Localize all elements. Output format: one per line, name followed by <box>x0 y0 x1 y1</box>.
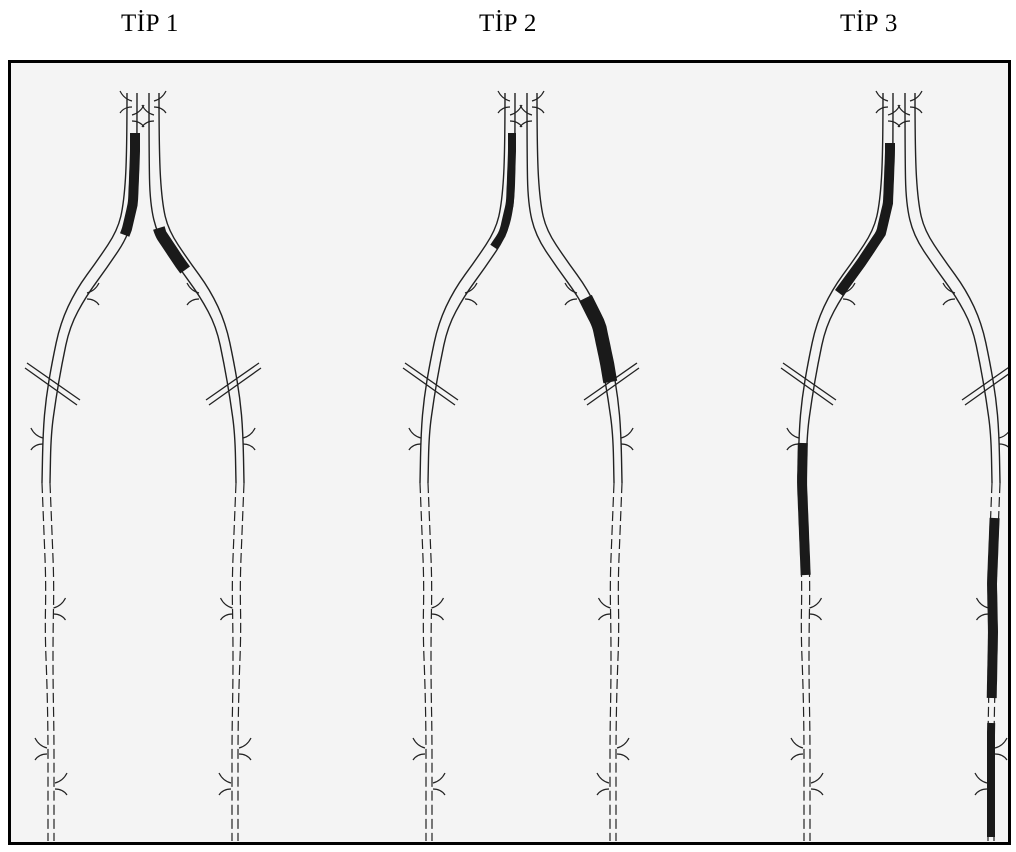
type-3-label: TİP 3 <box>840 10 898 38</box>
top-tributary-2 <box>888 105 900 127</box>
side-branch-5 <box>239 738 251 760</box>
side-branch-0 <box>31 428 43 450</box>
type-1-label: TİP 1 <box>121 10 179 38</box>
right-thrombus-popliteal <box>987 723 995 837</box>
side-branch-4 <box>413 738 425 760</box>
left-vein-wall-outer <box>42 93 127 483</box>
right-vein-wall-outer-lower <box>610 483 614 841</box>
top-tributary-1 <box>532 91 544 113</box>
left-vein-wall-outer <box>420 93 505 483</box>
left-inguinal-ligament <box>403 363 458 405</box>
top-tributary-3 <box>520 105 532 127</box>
left-vein-wall-inner-lower <box>428 483 432 841</box>
type-2-label: TİP 2 <box>479 10 537 38</box>
side-branch-1 <box>621 428 633 450</box>
top-tributary-3 <box>142 105 154 127</box>
right-vein-wall-inner-lower <box>238 483 244 841</box>
top-tributary-0 <box>120 91 132 113</box>
top-tributary-1 <box>154 91 166 113</box>
side-branch-3 <box>599 598 611 620</box>
side-branch-2 <box>810 598 822 620</box>
right-vein-wall-inner-lower <box>616 483 622 841</box>
vein-diagram-type-2 <box>403 91 639 841</box>
right-vein-wall-outer <box>527 93 614 483</box>
vein-diagrams <box>11 63 1008 842</box>
right-vein-wall-inner <box>537 93 622 483</box>
side-branch-7 <box>219 773 231 795</box>
left-vein-wall-outer-lower <box>42 483 48 841</box>
vein-diagram-panel <box>8 60 1011 845</box>
side-branch-2 <box>432 598 444 620</box>
left-inguinal-ligament <box>25 363 80 405</box>
left-vein-wall-inner <box>50 93 137 483</box>
left-vein-wall-inner <box>806 93 893 483</box>
side-branch-3 <box>977 598 989 620</box>
side-branch-0 <box>409 428 421 450</box>
side-branch-4 <box>35 738 47 760</box>
side-branch-0 <box>787 428 799 450</box>
top-tributary-3 <box>898 105 910 127</box>
top-tributary-2 <box>510 105 522 127</box>
left-vein-wall-outer-lower <box>420 483 426 841</box>
side-branch-1 <box>999 428 1008 450</box>
top-tributary-1 <box>910 91 922 113</box>
top-tributary-2 <box>132 105 144 127</box>
top-tributary-0 <box>876 91 888 113</box>
left-inguinal-ligament <box>781 363 836 405</box>
right-thrombus-femoral <box>987 518 1000 698</box>
side-branch-5 <box>995 738 1007 760</box>
side-branch-3 <box>221 598 233 620</box>
side-branch-6 <box>55 773 67 795</box>
left-thrombus-iliac <box>120 133 140 237</box>
right-vein-wall-outer <box>905 93 992 483</box>
vein-diagram-type-1 <box>25 91 261 841</box>
right-vein-wall-outer <box>149 93 236 483</box>
left-thrombus-femoral <box>797 443 811 575</box>
right-thrombus-femoral <box>579 295 617 383</box>
right-inguinal-ligament <box>206 363 261 405</box>
left-vein-wall-inner <box>428 93 515 483</box>
side-branch-2 <box>54 598 66 620</box>
side-branch-7 <box>975 773 987 795</box>
side-branch-7 <box>597 773 609 795</box>
side-branch-5 <box>617 738 629 760</box>
right-vein-wall-outer-lower <box>232 483 236 841</box>
right-inguinal-ligament <box>962 363 1008 405</box>
side-branch-6 <box>433 773 445 795</box>
vein-diagram-type-3 <box>781 91 1008 841</box>
side-branch-6 <box>811 773 823 795</box>
side-branch-1 <box>243 428 255 450</box>
right-vein-wall-inner <box>159 93 244 483</box>
top-tributary-0 <box>498 91 510 113</box>
left-vein-wall-inner-lower <box>50 483 54 841</box>
right-vein-wall-inner <box>915 93 1000 483</box>
side-branch-4 <box>791 738 803 760</box>
